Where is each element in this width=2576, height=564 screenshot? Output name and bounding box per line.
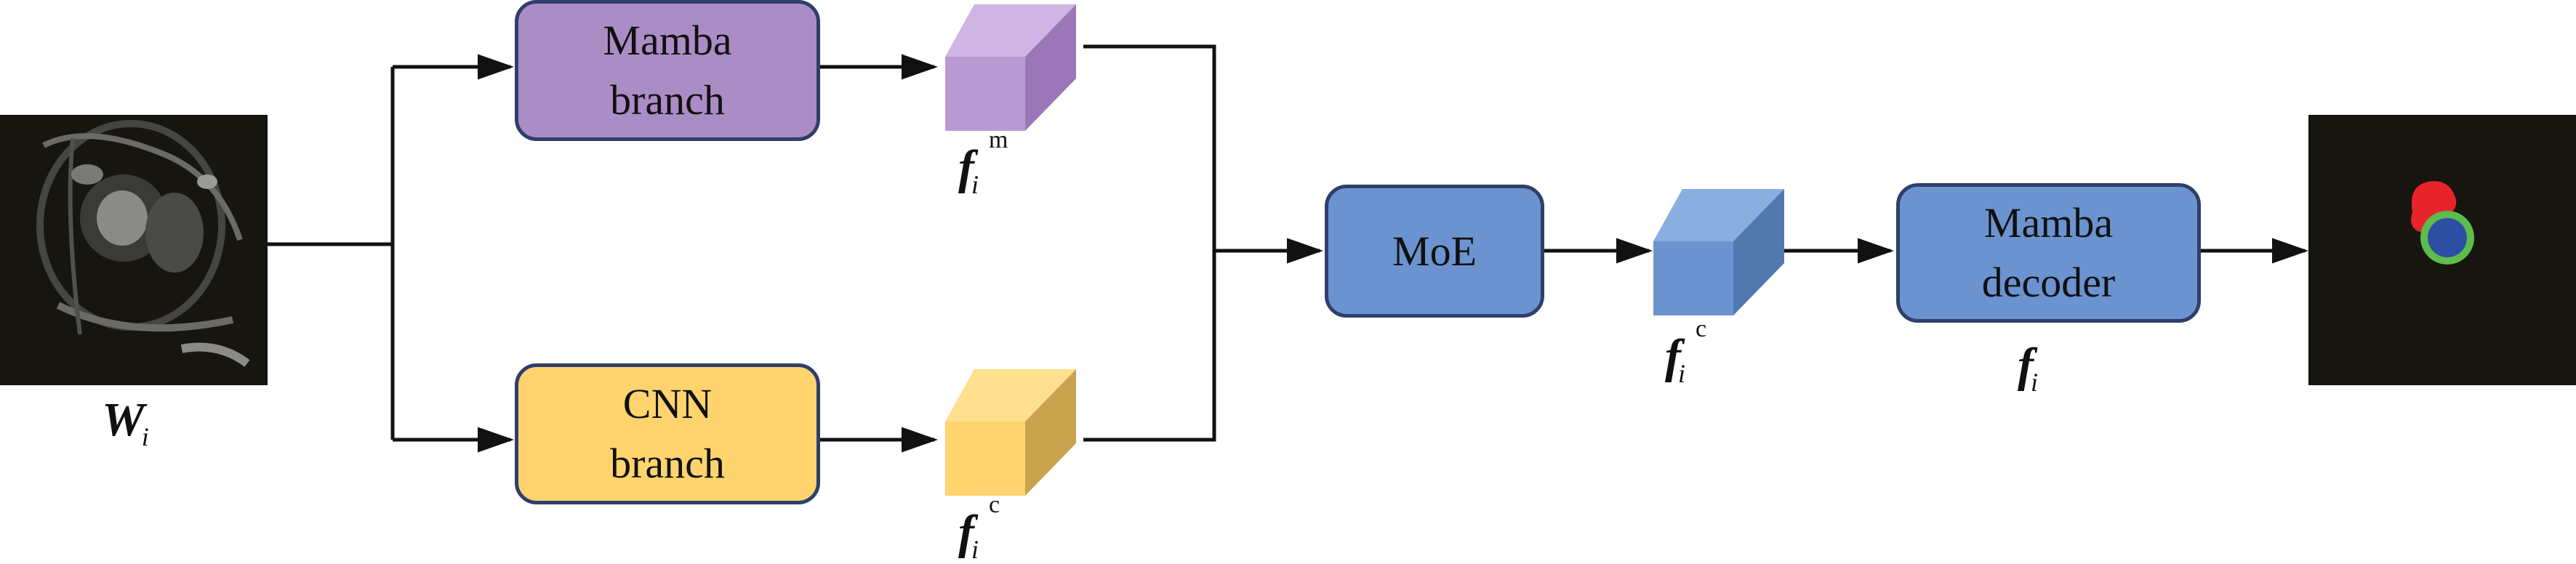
mamba-feature-cube	[945, 4, 1076, 131]
mamba-feature-sub: i	[971, 170, 979, 199]
fused-feature-sup: c	[1696, 315, 1707, 342]
mamba-feature-sup: m	[989, 126, 1008, 153]
cnn-feature-cube	[945, 369, 1076, 496]
fused-feature-sub: i	[1677, 359, 1685, 388]
mamba-feature-main: f	[958, 141, 974, 194]
mamba-branch-block: Mamba branch	[515, 0, 820, 141]
input-mri-image	[0, 115, 268, 385]
input-label-sub: i	[141, 422, 149, 451]
mamba-decoder-block: Mamba decoder	[1896, 183, 2201, 323]
input-label: Wi	[102, 393, 152, 451]
moe-block: MoE	[1325, 185, 1544, 318]
input-label-main: W	[102, 393, 145, 446]
decoder-feature-label: fi	[2018, 339, 2041, 396]
cnn-feature-sub: i	[971, 535, 979, 564]
output-segmentation-image	[2308, 115, 2576, 385]
cnn-branch-block: CNN branch	[515, 363, 820, 504]
cnn-feature-main: f	[958, 506, 974, 559]
fused-feature-cube	[1653, 189, 1784, 315]
fused-feature-main: f	[1665, 330, 1681, 383]
decoder-feature-sub: i	[2030, 368, 2038, 397]
decoder-feature-main: f	[2018, 339, 2034, 392]
cnn-feature-sup: c	[989, 491, 1000, 518]
connectors	[268, 44, 2308, 453]
